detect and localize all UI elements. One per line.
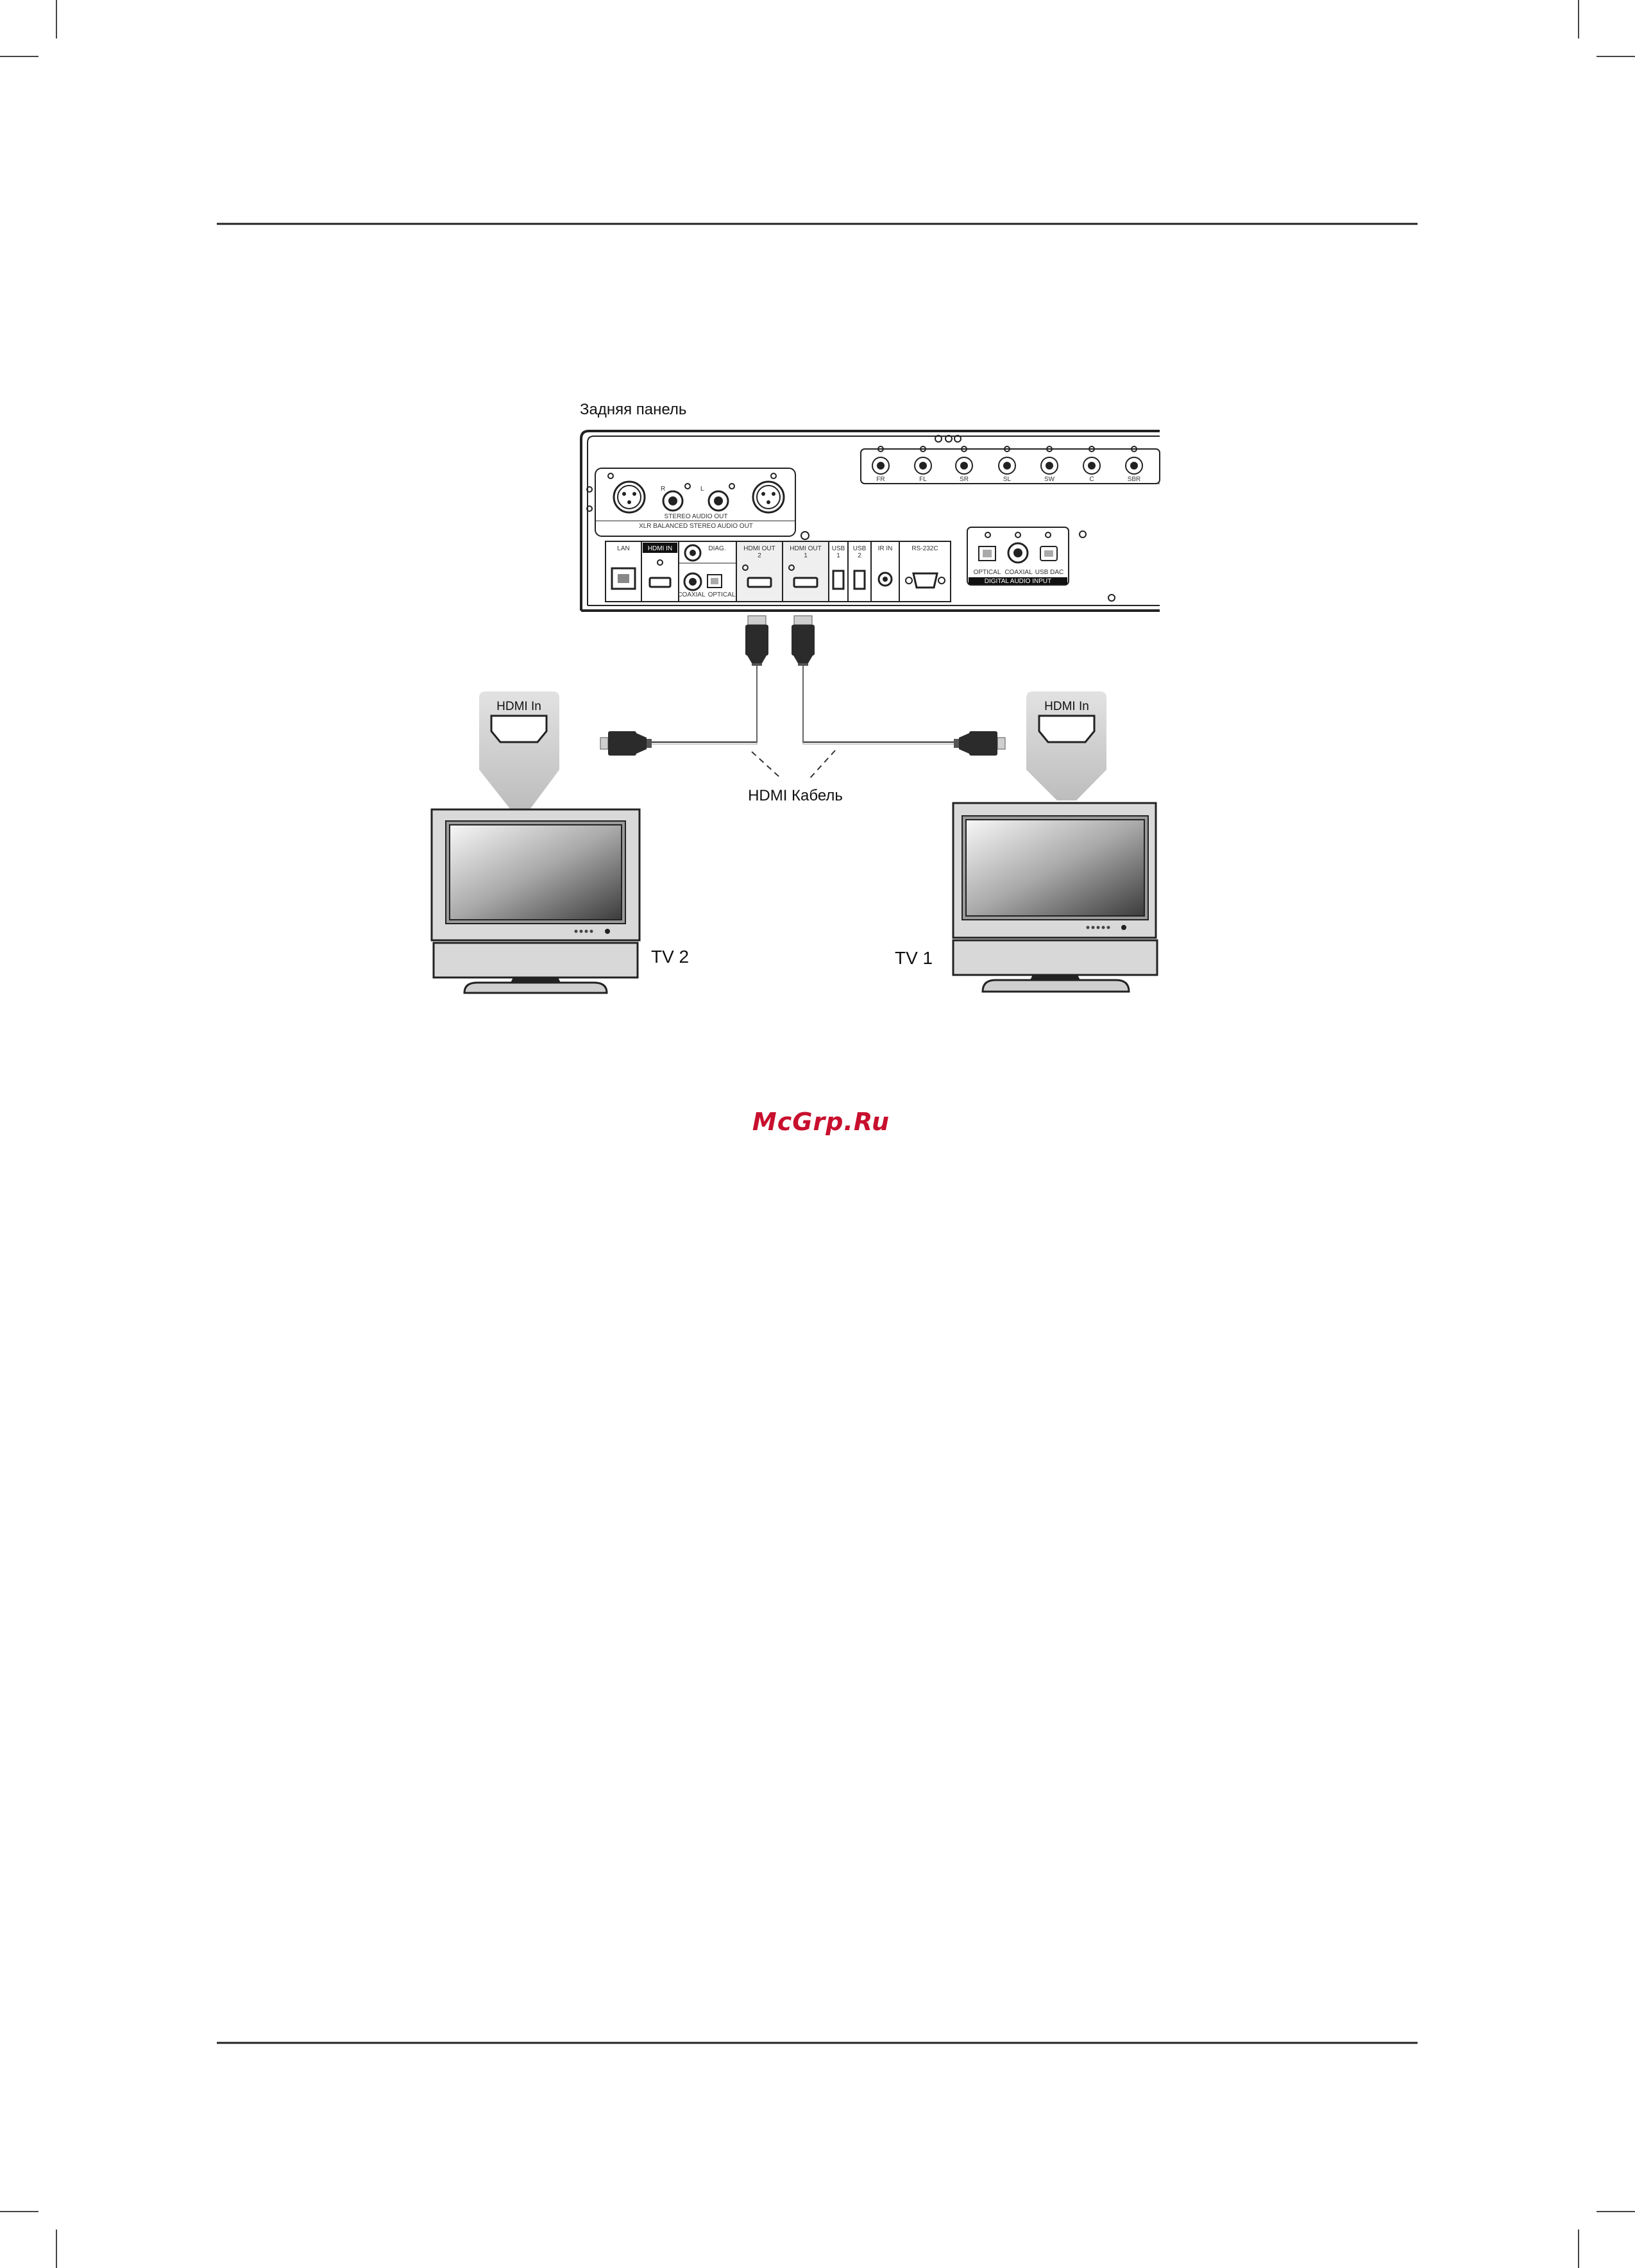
- digital-audio-input-block: DIGITAL AUDIO INPUT OPTICAL COAXIAL USB …: [967, 527, 1069, 585]
- rca-sl-jack: SL: [999, 446, 1015, 483]
- channel-sbr-label: SBR: [1128, 476, 1141, 483]
- xlr-right-connector: [753, 482, 784, 512]
- rca-sr-jack: SR: [956, 446, 972, 483]
- channel-fr-label: FR: [876, 476, 885, 483]
- rs232c-label: RS-232C: [911, 545, 938, 552]
- tv2-hdmi-in-label: HDMI In: [496, 700, 541, 713]
- rear-panel-label: Задняя панель: [580, 401, 686, 418]
- hdmi-plug-right: [954, 731, 1005, 756]
- watermark-text: McGrp.Ru: [699, 1108, 943, 1136]
- hdmi-out-1-port: HDMI OUT 1: [783, 541, 829, 602]
- channel-sl-label: SL: [1003, 476, 1012, 483]
- diag-label: DIAG.: [708, 545, 725, 552]
- diag-coaxial-optical-block: DIAG. COAXIAL OPTICAL: [677, 541, 736, 602]
- rear-panel: FR FL SR SL SW C SBR: [581, 431, 1160, 611]
- xlr-l-label: L: [700, 486, 704, 493]
- hdmi-cable-to-tv2: [651, 616, 768, 744]
- usb-1-label-a: USB: [832, 545, 845, 552]
- usb-1-port: USB 1: [829, 541, 848, 602]
- dai-coaxial-label: COAXIAL: [1004, 569, 1033, 576]
- dai-usb-dac-label: USB DAC: [1035, 569, 1063, 576]
- cable-label-leaders: [752, 750, 835, 779]
- rca-fr-jack: FR: [872, 446, 889, 483]
- hdmi-cable-label: HDMI Кабель: [748, 787, 843, 804]
- tv1-name-label: TV 1: [895, 948, 933, 968]
- channel-c-label: C: [1089, 476, 1094, 483]
- tv2-name-label: TV 2: [651, 947, 689, 967]
- hdmi-cable-to-tv1: [792, 616, 956, 744]
- channel-sr-label: SR: [960, 476, 969, 483]
- lan-port: LAN: [606, 541, 641, 602]
- stereo-audio-out-caption: STEREO AUDIO OUT: [665, 513, 728, 520]
- xlr-left-connector: [614, 482, 645, 512]
- hdmi-plug-left: [600, 731, 652, 756]
- hdmi-out-1-label-a: HDMI OUT: [790, 545, 821, 552]
- dai-optical-label: OPTICAL: [974, 569, 1001, 576]
- hdmi-in-label: HDMI IN: [648, 545, 672, 552]
- rca-sbr-jack: SBR: [1126, 446, 1142, 483]
- usb-2-port: USB 2: [848, 541, 871, 602]
- rca-sw-jack: SW: [1041, 446, 1058, 483]
- hdmi-out-1-label-b: 1: [804, 552, 808, 559]
- optical-label: OPTICAL: [708, 591, 736, 598]
- hdmi-in-port: HDMI IN: [641, 541, 679, 602]
- hdmi-out-2-port: HDMI OUT 2: [736, 541, 783, 602]
- rca-fl-jack: FL: [915, 446, 931, 483]
- lan-label: LAN: [617, 545, 629, 552]
- rca-c-jack: C: [1083, 446, 1100, 483]
- tv-2: HDMI In TV 2: [432, 691, 689, 993]
- tv1-hdmi-in-label: HDMI In: [1044, 700, 1089, 713]
- ir-in-port: IR IN: [871, 541, 899, 602]
- tv2-hdmi-in-callout: HDMI In: [479, 691, 559, 809]
- xlr-balanced-caption: XLR BALANCED STEREO AUDIO OUT: [639, 523, 753, 530]
- ir-in-label: IR IN: [878, 545, 893, 552]
- hdmi-out-2-label-a: HDMI OUT: [743, 545, 775, 552]
- coaxial-label: COAXIAL: [677, 591, 706, 598]
- xlr-r-label: R: [661, 486, 665, 493]
- usb-2-label-b: 2: [858, 552, 861, 559]
- stereo-out-r-jack: R: [661, 484, 690, 511]
- digital-audio-input-label: DIGITAL AUDIO INPUT: [985, 578, 1051, 585]
- tv1-hdmi-in-callout: HDMI In: [1026, 691, 1106, 800]
- usb-1-label-b: 1: [836, 552, 840, 559]
- stereo-out-l-jack: L: [700, 484, 734, 511]
- usb-2-label-a: USB: [853, 545, 867, 552]
- rs232c-port: RS-232C: [899, 541, 951, 602]
- tv-1: HDMI In TV 1: [895, 691, 1157, 992]
- hdmi-out-2-label-b: 2: [758, 552, 761, 559]
- channel-sw-label: SW: [1044, 476, 1055, 483]
- channel-fl-label: FL: [919, 476, 927, 483]
